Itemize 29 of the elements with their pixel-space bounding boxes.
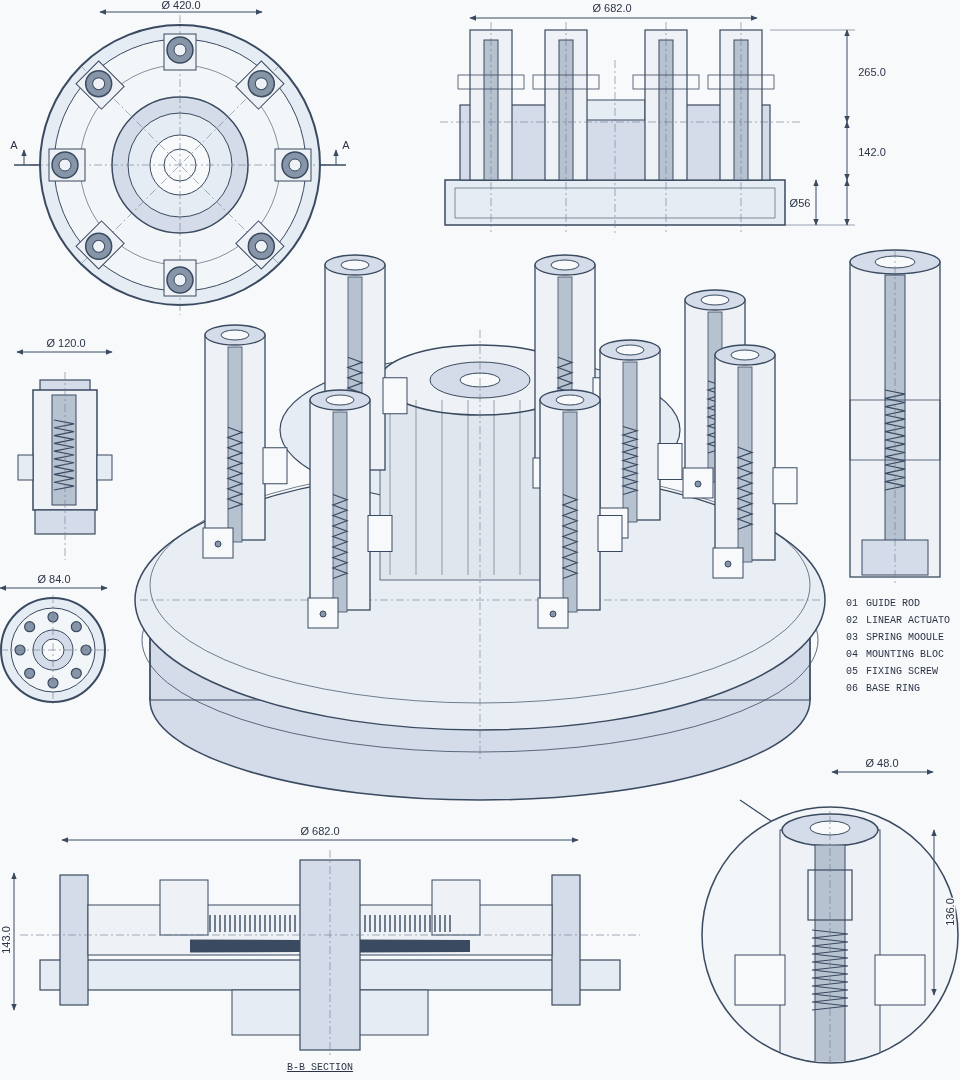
part-number: 04 [846,650,858,660]
part-number: 01 [846,599,858,609]
part-name: BASE RING [866,684,920,694]
dimension-text: Ø 682.0 [300,825,340,837]
part-name: LINEAR ACTUATO [866,616,950,626]
dimension-text: Ø 420.0 [161,0,201,11]
dimension-text: 142.0 [858,146,886,158]
section-marker: A [342,139,350,151]
assembly-drawing [134,254,826,801]
part-name: MOUNTING BLOC [866,650,944,660]
dimension-text: Ø 84.0 [37,573,71,585]
dimension-text: Ø 120.0 [46,337,86,349]
dimension-text: 265.0 [858,66,886,78]
dimension-text: Ø56 [789,197,811,209]
dimension-text: Ø 682.0 [592,2,632,14]
section-marker: A [10,139,18,151]
dimension-text: 143.0 [0,926,12,954]
part-number: 03 [846,633,858,643]
detail-view-drawing [701,806,959,1064]
dimension-text: 136.0 [944,898,956,926]
part-number: 02 [846,616,858,626]
part-name: SPRING MOOULE [866,633,944,643]
part-name: GUIDE ROD [866,599,920,609]
view-caption: B-B SECTION [287,1063,353,1073]
part-number: 06 [846,684,858,694]
part-number: 05 [846,667,858,677]
leader-line [739,799,772,822]
part-name: FIXING SCREW [866,667,938,677]
dimension-text: Ø 48.0 [865,757,899,769]
